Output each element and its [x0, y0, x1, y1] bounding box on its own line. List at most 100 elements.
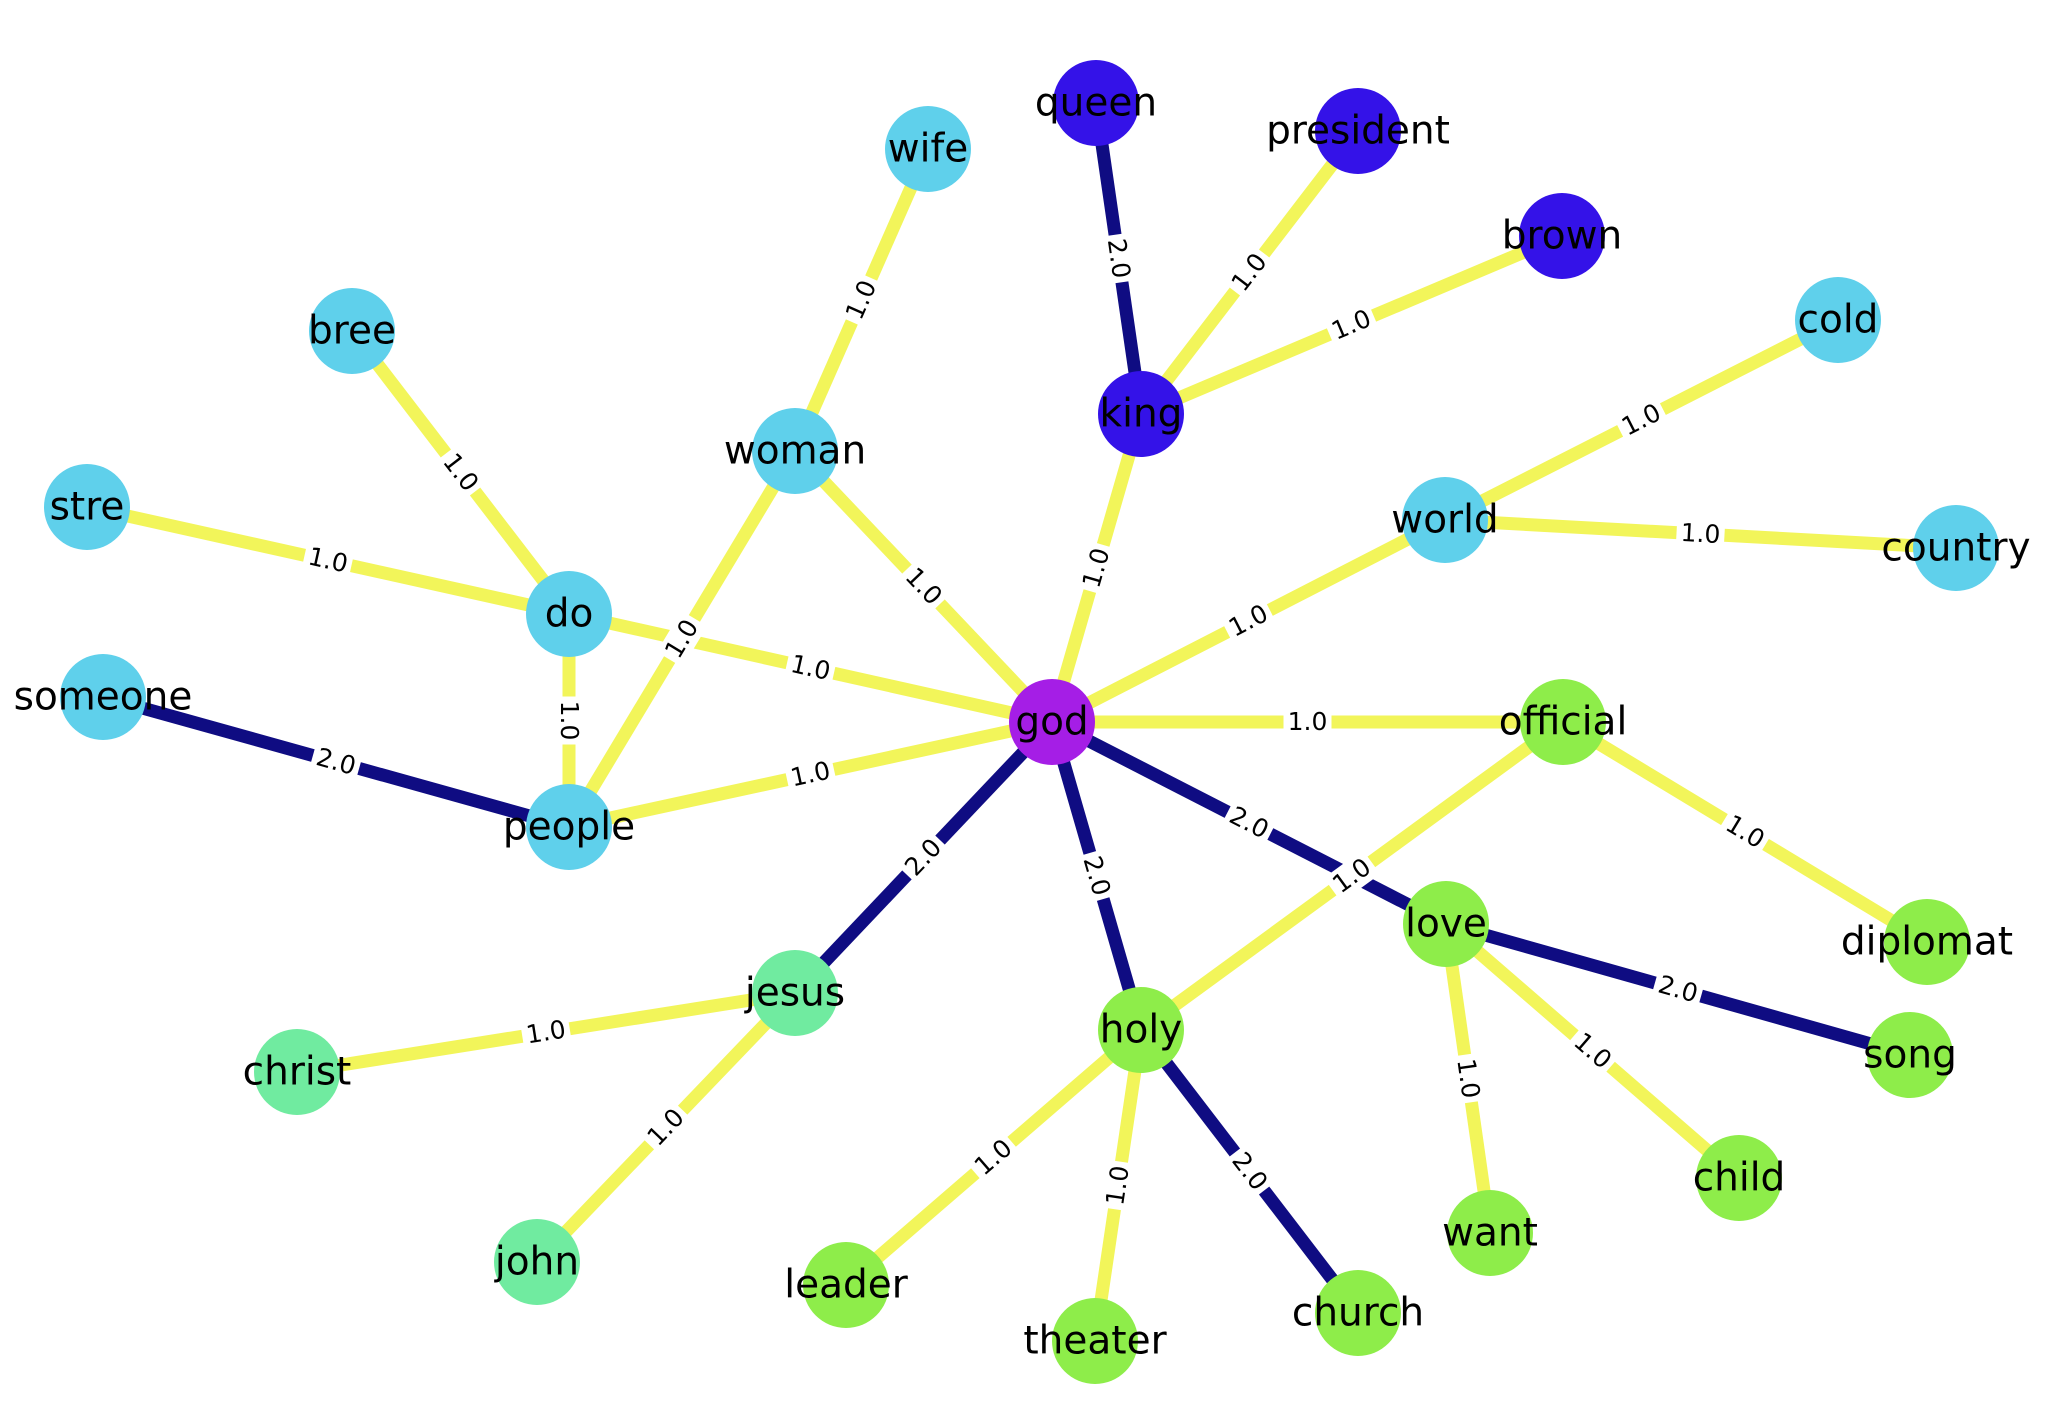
node-circle — [1913, 505, 1999, 591]
node-label: someone — [14, 675, 193, 720]
edge-label-background — [554, 696, 584, 745]
node-circle — [752, 950, 838, 1036]
node-label: christ — [243, 1050, 352, 1095]
edge-label-people-god: 1.0 — [783, 754, 838, 795]
edge-label-do-god: 1.0 — [783, 648, 838, 688]
edge-label-background — [656, 610, 708, 668]
node-circle — [1884, 899, 1970, 985]
node-john: john — [494, 1219, 580, 1305]
node-jesus: jesus — [744, 950, 845, 1036]
node-circle — [1519, 193, 1605, 279]
node-country: country — [1881, 505, 2031, 591]
node-leader: leader — [784, 1242, 909, 1328]
edge-label-president-king: 1.0 — [1222, 244, 1277, 301]
node-label: bree — [308, 309, 396, 354]
edge-weight-label: 2.0 — [1078, 853, 1117, 899]
node-label: leader — [784, 1263, 908, 1308]
node-queen: queen — [1035, 60, 1157, 146]
node-label: president — [1266, 109, 1450, 154]
node-bree: bree — [308, 288, 396, 374]
node-president: president — [1266, 88, 1450, 174]
edge-label-background — [638, 1099, 694, 1156]
node-circle — [1447, 1190, 1533, 1276]
node-circle — [1402, 477, 1488, 563]
node-circle — [526, 784, 612, 870]
edge-label-background — [783, 754, 838, 795]
edge-label-background — [1283, 707, 1332, 737]
node-label: country — [1881, 526, 2030, 571]
node-circle — [44, 464, 130, 550]
node-official: official — [1499, 679, 1627, 765]
edge-weight-label: 1.0 — [1680, 518, 1721, 549]
edge-label-background — [783, 648, 838, 688]
node-circle — [309, 288, 395, 374]
edge-label-god-official: 1.0 — [1283, 707, 1332, 737]
node-want: want — [1442, 1190, 1538, 1276]
node-label: people — [503, 805, 635, 850]
node-circle — [1098, 371, 1184, 457]
node-church: church — [1292, 1270, 1424, 1356]
node-child: child — [1693, 1135, 1786, 1221]
node-song: song — [1863, 1012, 1957, 1098]
node-label: song — [1863, 1033, 1957, 1078]
edge-label-background — [1564, 1023, 1621, 1079]
edge-label-background — [1449, 1052, 1487, 1105]
node-circle — [1795, 277, 1881, 363]
node-christ: christ — [243, 1029, 352, 1115]
edge-weight-label: 1.0 — [1077, 545, 1116, 591]
node-woman: woman — [724, 408, 866, 494]
node-circle — [494, 1219, 580, 1305]
edge-label-god-holy: 2.0 — [1075, 848, 1118, 904]
node-label: jesus — [744, 971, 845, 1016]
edge-label-background — [1222, 244, 1277, 301]
node-circle — [1009, 679, 1095, 765]
edge-label-stre-do: 1.0 — [301, 540, 355, 581]
node-stre: stre — [44, 464, 130, 550]
edge-label-god-jesus: 2.0 — [896, 829, 951, 886]
edge-label-background — [433, 444, 488, 501]
node-label: woman — [724, 429, 866, 474]
node-label: want — [1442, 1211, 1538, 1256]
edge-label-background — [519, 1013, 573, 1052]
node-circle — [1403, 881, 1489, 967]
edge-label-background — [838, 271, 885, 329]
edge-label-love-song: 2.0 — [1650, 968, 1706, 1011]
node-label: do — [545, 592, 594, 637]
edge-label-background — [1100, 232, 1137, 285]
node-circle — [1098, 987, 1184, 1073]
node-label: stre — [50, 485, 125, 530]
edge-weight-label: 1.0 — [306, 542, 351, 579]
edge-label-queen-king: 2.0 — [1100, 232, 1137, 285]
edge-label-background — [1075, 848, 1118, 904]
node-cold: cold — [1795, 277, 1881, 363]
edge-label-background — [1323, 849, 1381, 903]
node-circle — [1696, 1135, 1782, 1221]
node-circle — [1520, 679, 1606, 765]
edge-label-background — [1323, 301, 1380, 349]
node-label: diplomat — [1841, 920, 2013, 965]
node-label: holy — [1100, 1008, 1183, 1053]
edge-weight-label: 1.0 — [555, 701, 584, 741]
node-label: love — [1405, 902, 1487, 947]
edge-label-background — [1675, 517, 1726, 551]
node-label: cold — [1798, 298, 1879, 343]
edge-label-background — [1220, 798, 1278, 848]
node-someone: someone — [14, 654, 193, 740]
node-circle — [60, 654, 146, 740]
node-people: people — [503, 784, 635, 870]
edge-label-wife-woman: 1.0 — [838, 271, 885, 329]
node-circle — [1315, 88, 1401, 174]
edge-label-do-people: 1.0 — [554, 696, 584, 745]
node-love: love — [1403, 881, 1489, 967]
node-circle — [1867, 1012, 1953, 1098]
edge-label-background — [1222, 1143, 1277, 1200]
node-do: do — [526, 571, 612, 657]
node-label: child — [1693, 1156, 1786, 1201]
edge-label-background — [896, 829, 951, 886]
node-label: world — [1391, 498, 1498, 543]
edge-label-king-god: 1.0 — [1075, 540, 1118, 596]
edge-weight-label: 1.0 — [524, 1015, 568, 1050]
edge-label-world-country: 1.0 — [1675, 517, 1726, 551]
edge-weight-label: 1.0 — [1100, 1164, 1135, 1208]
